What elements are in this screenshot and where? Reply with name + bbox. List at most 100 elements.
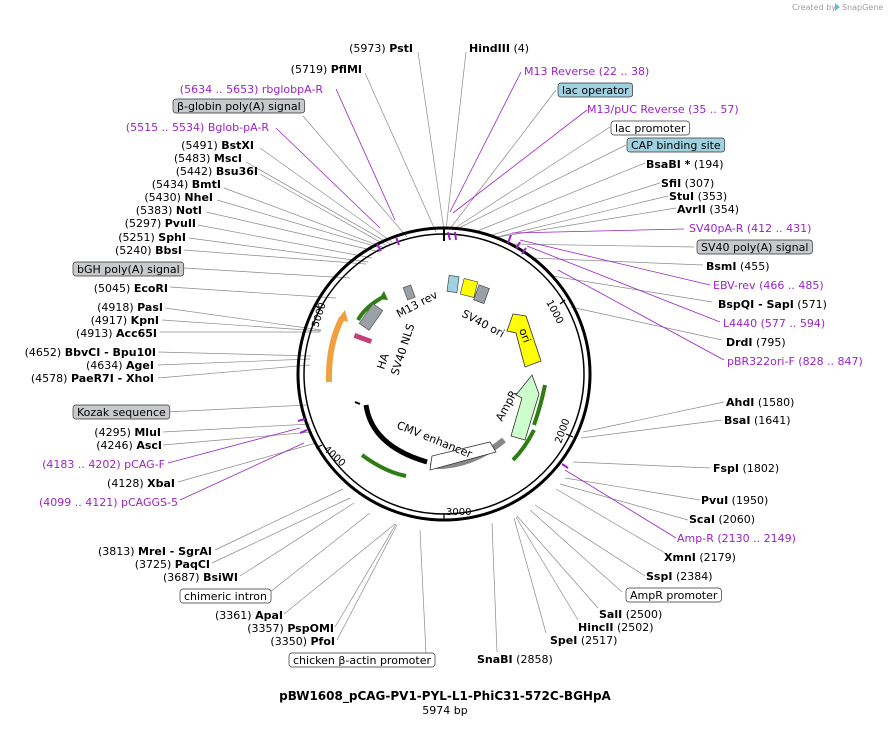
feature-label-cap-binding-site: CAP binding site [631,139,721,152]
site-psti: (5973) PstI [349,42,413,55]
snapgene-credit: Created by SnapGene [792,3,883,12]
leader-bmtI [223,187,386,249]
site-hincii: HincII (2502) [578,621,654,634]
svg-text:HincII (2502): HincII (2502) [578,621,654,634]
leader-sphI [188,237,369,263]
svg-text:(3361) ApaI: (3361) ApaI [215,609,283,622]
enzyme-name-bsu36i: Bsu36I [216,165,258,178]
leader-pfoI [336,524,398,641]
site-drdi: DrdI (795) [726,336,786,349]
site-l4440: L4440 (577 .. 594) [723,317,825,330]
tick-mark-5000 [315,305,321,310]
primer-mark-m13 [447,231,451,241]
site-pos-bsiwi: (3687) [163,571,200,584]
site-pos-bstxi: (5491) [181,139,218,152]
leader-lacpro [451,126,611,231]
site-lac-operator: lac operator [557,82,634,98]
site-lac-promoter: lac promoter [610,120,690,136]
feature-box-kozak-sequence [72,404,171,420]
enzyme-name-sphi: SphI [158,231,186,244]
enzyme-name-pvuii: PvuII [165,217,196,230]
svg-text:(5973) PstI: (5973) PstI [349,42,413,55]
site-hindiii: HindIII (4) [469,42,529,55]
svg-text:BsmI (455): BsmI (455) [706,260,770,273]
svg-text:L4440 (577 .. 594): L4440 (577 .. 594) [723,317,825,330]
leader-salI [516,515,599,609]
leader-bspQI [551,275,713,303]
leader-pcagF [167,427,301,464]
site-stui: StuI (353) [669,190,727,203]
site-pos-asci: (4246) [96,439,133,452]
svg-text:BsaBI * (194): BsaBI * (194) [646,158,724,171]
site-pos-xmni: (2179) [699,551,736,564]
site-pos-hincii: (2502) [617,621,654,634]
leader-ebv [519,239,711,286]
enzyme-name-bbvci-bpu10i: BbvCI - Bpu10I [65,346,156,359]
site-pos-pflmi: (5719) [291,63,328,76]
svg-text:(5045) EcoRI: (5045) EcoRI [94,282,168,295]
leader-speI [513,517,547,634]
site-avrii: AvrII (354) [677,203,739,216]
svg-text:(5491) BstXI: (5491) BstXI [181,139,254,152]
svg-text:(3357) PspOMI: (3357) PspOMI [247,622,334,635]
site-pos-pcaggs-5: (4099 .. 4121) [39,496,118,509]
site-pos-snabi: (2858) [516,653,553,666]
site-pos-rbglobpa-r: (5634 .. 5653) [180,83,259,96]
enzyme-name-sspi: SspI [646,570,672,583]
site-sspi: SspI (2384) [646,570,713,583]
leader-xmnI [555,488,671,557]
svg-text:AvrII (354): AvrII (354) [677,203,739,216]
enzyme-name-bsai: BsaI [724,414,750,427]
leader-bsaBI [474,162,646,233]
site-pos-pfoi: (3350) [270,635,307,648]
credit-text: Created by [792,3,836,12]
feature-label-chimeric-intron: chimeric intron [184,590,267,603]
svg-text:SalI (2500): SalI (2500) [599,608,662,621]
leader-intron [264,512,371,597]
enzyme-name-spei: SpeI [550,634,577,647]
leader-sv40paR [511,228,685,234]
leader-scaI [559,483,689,521]
site-m13-reverse: M13 Reverse (22 .. 38) [524,65,649,78]
site-xbai: (4128) XbaI [107,477,175,490]
svg-text:SfiI (307): SfiI (307) [661,177,714,190]
site-pos-stui: (353) [698,190,728,203]
site-ebv-rev: EBV-rev (466 .. 485) [713,279,824,292]
site-amp-r: Amp-R (2130 .. 2149) [677,532,796,545]
site-ahdi: AhdI (1580) [726,396,794,409]
enzyme-name-bspqi-sapi: BspQI - SapI [718,298,794,311]
feature-box-ampr-promoter [625,587,722,603]
leader-hincII [515,516,579,621]
leader-notI [205,211,381,253]
primer-mark-ampR [561,463,569,469]
site-apai: (3361) ApaI [215,609,283,622]
site-mlui: (4295) MluI [94,426,161,439]
svg-text:(5251) SphI: (5251) SphI [118,231,186,244]
feature-label-globin-poly-a-signal: β-globin poly(A) signal [177,100,301,113]
leader-nheI [216,199,385,250]
primer-mark-pcaggs [299,429,308,434]
svg-text:pBR322ori-F (828 .. 847): pBR322ori-F (828 .. 847) [727,355,863,368]
primer-marks [297,231,569,469]
site-pos-m13-reverse: (22 .. 38) [599,65,650,78]
leader-bbsI [183,249,367,265]
feature-label-ampr-promoter: AmpR promoter [630,589,718,602]
enzyme-name-paqci: PaqCI [175,558,210,571]
backbone-inner [303,233,585,515]
primer-mark-rbglob [395,236,400,246]
leader-bsiWI [239,502,355,577]
site-bsiwi: (3687) BsiWI [163,571,238,584]
leader-pstI [417,51,445,231]
svg-text:(4128) XbaI: (4128) XbaI [107,477,175,490]
enzyme-name-pasi: PasI [137,301,163,314]
enzyme-name-pvui: PvuI [701,494,728,507]
leader-bsaI [580,419,723,439]
leader-paqCI [211,497,351,564]
leader-bbvCI [157,351,312,357]
svg-text:(3725) PaqCI: (3725) PaqCI [135,558,210,571]
site-pos-bmti: (5434) [152,178,189,191]
site-msci: (5483) MscI [174,152,242,165]
leader-ampR-primer [564,469,677,539]
tick-mark-2000 [565,433,574,438]
